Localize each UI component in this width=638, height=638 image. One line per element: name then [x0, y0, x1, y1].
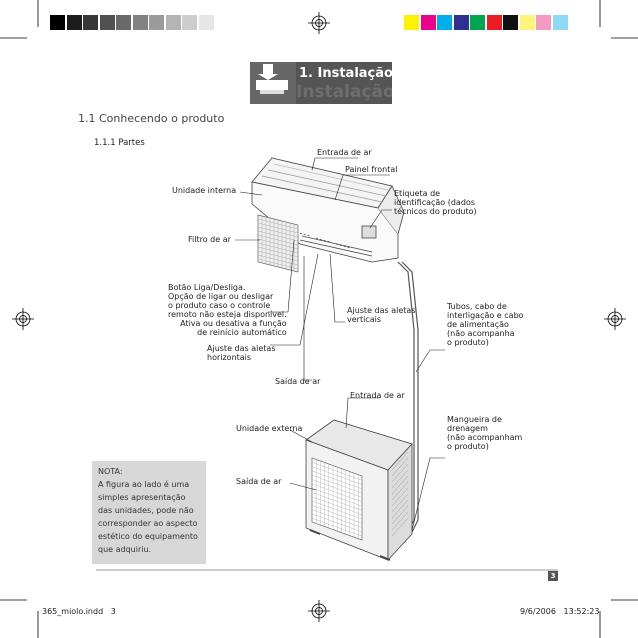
note-line: simples apresentação: [98, 493, 186, 502]
color-swatch: [536, 15, 551, 30]
gray-swatch: [116, 15, 131, 30]
label-ajuste-horizontais: Ajuste das aletas horizontais: [207, 344, 276, 362]
color-swatch: [404, 15, 419, 30]
header-band: [296, 62, 392, 104]
label-entrada-ar-bottom: Entrada de ar: [350, 391, 405, 400]
note-line: que adquiriu.: [98, 545, 152, 554]
label-saida-ar-top: Saída de ar: [275, 377, 321, 386]
indoor-unit-illustration: [251, 157, 405, 263]
gray-swatch: [149, 15, 164, 30]
label-etiqueta: Etiqueta de identificação (dados técnico…: [394, 189, 477, 216]
gray-swatch: [182, 15, 197, 30]
color-swatch: [552, 15, 568, 30]
registration-mark-top: [308, 12, 330, 34]
label-painel-frontal: Painel frontal: [345, 165, 398, 174]
gray-swatch: [83, 15, 98, 30]
registration-mark-left: [12, 308, 34, 330]
note-line: estético do equipamento: [98, 532, 198, 541]
color-swatch: [470, 15, 485, 30]
gray-swatch: [198, 15, 214, 30]
label-mangueira: Mangueira de drenagem (não acompanham o …: [447, 415, 523, 451]
label-unidade-interna: Unidade interna: [172, 186, 237, 195]
note-title: NOTA:: [98, 467, 123, 476]
color-swatch: [453, 15, 469, 30]
gray-swatch: [50, 15, 65, 30]
color-swatch: [519, 15, 535, 30]
registration-mark-bottom: [308, 600, 330, 622]
gray-swatch: [165, 15, 181, 30]
header-icon: [250, 62, 296, 104]
gray-swatch: [132, 15, 148, 30]
registration-mark-right: [604, 308, 626, 330]
gray-swatch: [66, 15, 82, 30]
color-swatch: [420, 15, 436, 30]
label-filtro: Filtro de ar: [188, 235, 231, 244]
label-ajuste-verticais: Ajuste das aletas verticais: [347, 306, 416, 324]
note-line: corresponder ao aspecto: [98, 519, 198, 528]
heading-conhecendo: 1.1 Conhecendo o produto: [78, 112, 225, 125]
label-unidade-externa: Unidade externa: [236, 424, 303, 433]
heading-partes: 1.1.1 Partes: [94, 138, 145, 148]
color-swatch: [486, 15, 502, 30]
color-swatch: [503, 15, 518, 30]
section-title: 1. Instalação: [299, 66, 393, 81]
label-saida-ar-bottom: Saída de ar: [236, 477, 282, 486]
note-line: das unidades, pode não: [98, 506, 194, 515]
label-tubos: Tubos, cabo de interligação e cabo de al…: [447, 302, 524, 347]
ghost-section-title: Instalação: [296, 82, 392, 102]
gray-swatch: [99, 15, 115, 30]
page-number-box: [548, 571, 558, 581]
footer-file-name: 365_miolo.indd 3: [42, 607, 116, 616]
outdoor-unit-illustration: [305, 419, 413, 562]
note-box: NOTA: A figura ao lado é uma simples apr…: [92, 461, 206, 564]
label-botao: Botão Liga/Desliga. Opção de ligar ou de…: [168, 283, 287, 337]
note-line: A figura ao lado é uma: [98, 480, 190, 489]
label-entrada-ar-top: Entrada de ar: [317, 148, 372, 157]
page-number: 3: [550, 572, 556, 580]
footer-date: 9/6/2006 13:52:23: [520, 607, 600, 616]
color-swatch: [437, 15, 452, 30]
leader-lines: [235, 157, 445, 531]
